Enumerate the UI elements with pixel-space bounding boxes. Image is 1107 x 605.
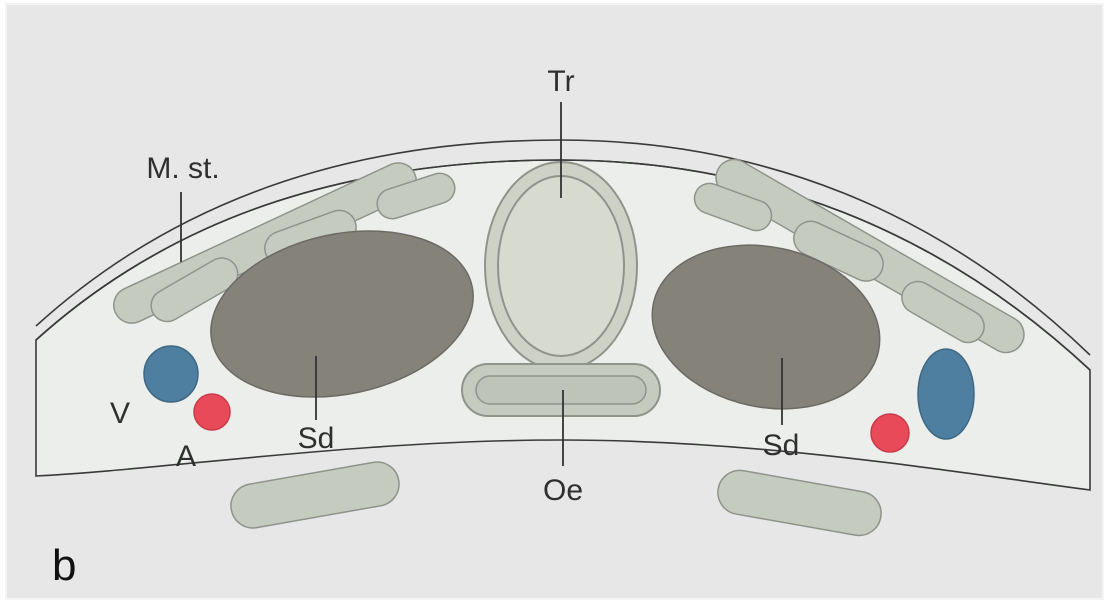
panel-label: b xyxy=(52,541,76,590)
label-artery: A xyxy=(176,440,196,473)
artery-right xyxy=(871,414,909,452)
label-trachea: Tr xyxy=(547,65,574,98)
vein-left xyxy=(144,346,198,402)
label-gland-right: Sd xyxy=(763,429,800,462)
artery-left xyxy=(194,394,230,430)
trachea-lumen xyxy=(498,176,624,356)
label-vein: V xyxy=(110,397,130,430)
label-gland-left: Sd xyxy=(298,422,335,455)
vein-right xyxy=(918,349,974,439)
label-muscle: M. st. xyxy=(146,152,219,185)
oesophagus-lumen xyxy=(476,376,646,404)
label-oesophagus: Oe xyxy=(543,474,583,507)
